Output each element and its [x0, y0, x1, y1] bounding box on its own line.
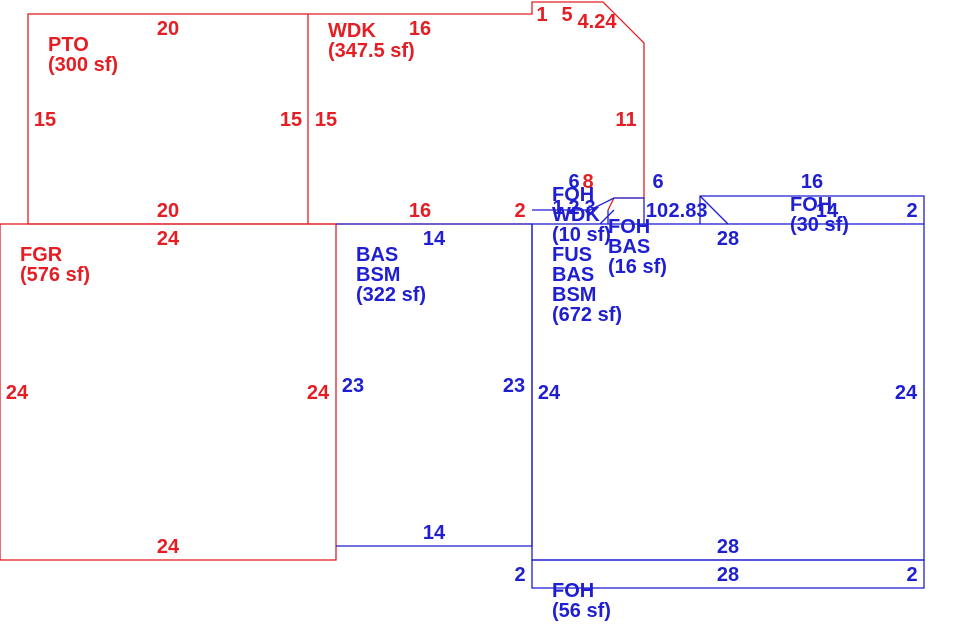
dim-small-1: 1: [552, 197, 563, 219]
fgr-outline: [0, 223, 337, 561]
foh-56-area: (56 sf): [552, 600, 611, 622]
foh-bas-bas-label: BAS: [608, 236, 650, 258]
wdk-area: (347.5 sf): [328, 40, 415, 62]
dim-small-6: 6: [568, 171, 579, 193]
dim-small-283: 2.83: [669, 200, 708, 222]
dim-small-8: 8: [582, 171, 593, 193]
dim-wdk-step: 2: [514, 200, 525, 222]
main-bsm-label: BSM: [552, 284, 596, 306]
main-area: (672 sf): [552, 304, 622, 326]
wdk-small-label: WDK: [552, 204, 600, 226]
dim-wdk-bottom: 16: [409, 200, 431, 222]
dim-wdk-jog-1: 1: [536, 4, 547, 26]
dim-small-10: 10: [646, 200, 668, 222]
dim-foh30-14: 14: [816, 200, 839, 222]
dim-main-right: 24: [895, 382, 918, 404]
dim-foh30-right: 2: [906, 200, 917, 222]
dim-bas-right: 23: [503, 375, 525, 397]
dim-wdk-jog-5: 5: [561, 4, 572, 26]
foh-30-area: (30 sf): [790, 214, 849, 236]
pto-code: PTO: [48, 34, 89, 56]
dim-pto-top: 20: [157, 18, 179, 40]
bsm-label: BSM: [356, 264, 400, 286]
foh-30-label: FOH: [790, 194, 832, 216]
bas-label: BAS: [356, 244, 398, 266]
dim-wdk-diag: 4.24: [578, 11, 618, 33]
dim-small-2: 2: [568, 197, 579, 219]
dim-wdk-left: 15: [315, 109, 337, 131]
dim-foh56-left: 2: [514, 564, 525, 586]
pto-area: (300 sf): [48, 54, 118, 76]
bas-bsm-area: (322 sf): [356, 284, 426, 306]
red-outlines: [0, 1, 645, 561]
foh-56-label: FOH: [552, 580, 594, 602]
main-fus-label: FUS: [552, 244, 592, 266]
dim-pto-right: 15: [280, 109, 302, 131]
dim-bas-left: 23: [342, 375, 364, 397]
dim-fgr-left: 24: [6, 382, 29, 404]
wdk-small-area: (10 sf): [552, 224, 611, 246]
foh-30-outline: [699, 195, 925, 224]
foh-bas-area: (16 sf): [608, 256, 667, 278]
wdk-code: WDK: [328, 20, 376, 42]
dim-fgr-right: 24: [307, 382, 330, 404]
dim-main-left: 24: [538, 382, 561, 404]
dim-foh30-top: 16: [801, 171, 823, 193]
dim-foh56-right: 2: [906, 564, 917, 586]
dim-main-top: 28: [717, 228, 739, 250]
dim-fgr-bottom: 24: [157, 536, 180, 558]
main-bas-label: BAS: [552, 264, 594, 286]
diagonal-cut: [699, 195, 729, 225]
fgr-area: (576 sf): [20, 264, 90, 286]
dim-main-bottom: 28: [717, 536, 739, 558]
foh-top-label: FOH: [552, 184, 594, 206]
dim-bas-top: 14: [423, 228, 446, 250]
dim-pto-left: 15: [34, 109, 56, 131]
dim-small-3: 3: [584, 197, 595, 219]
foh-small-outline: [532, 197, 645, 224]
dim-wdk-right: 11: [615, 109, 636, 131]
foh-bas-foh-label: FOH: [608, 216, 650, 238]
dim-fgr-top: 24: [157, 228, 180, 250]
dim-wdk-top: 16: [409, 18, 431, 40]
blue-outlines: [336, 195, 925, 589]
foh-56-outline: [531, 559, 925, 589]
dim-small-6b: 6: [652, 171, 663, 193]
fgr-code: FGR: [20, 244, 63, 266]
dim-pto-bottom: 20: [157, 200, 179, 222]
dim-bas-bottom: 14: [423, 522, 446, 544]
dim-foh56-top: 28: [717, 564, 739, 586]
wdk-small-diag: [599, 209, 615, 225]
